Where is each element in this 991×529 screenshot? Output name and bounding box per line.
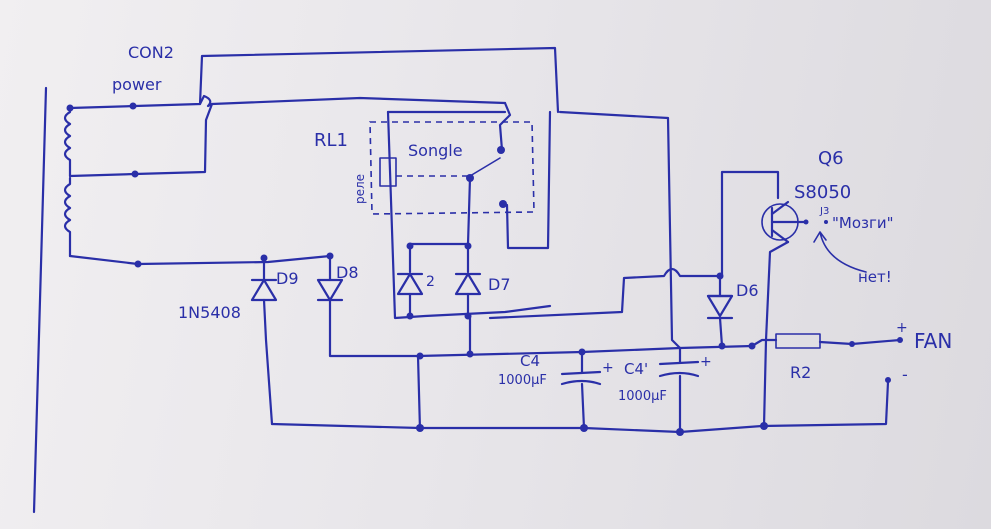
capacitor-c4 [560,350,602,430]
transformer-winding [63,106,72,258]
label-fan: FAN [914,329,952,353]
diode-d9 [250,256,278,426]
label-fan-plus: + [896,320,908,336]
relay-coil [379,157,397,187]
con2-pin-1 [129,102,137,110]
node [676,428,684,436]
label-c4b-value: 1000μF [618,389,667,404]
relay-contact-nc [497,146,505,154]
node [464,242,472,250]
capacitor-c4b [658,346,700,432]
label-c4-plus: + [602,360,614,376]
label-c4-value: 1000μF [498,373,547,388]
label-relay-note: реле [353,174,367,204]
label-d7: D7 [488,275,511,294]
label-net: нет! [858,268,892,286]
con2-pin-2 [131,170,139,178]
arrow-pointer [813,231,867,273]
label-1n5408: 1N5408 [178,303,241,322]
diode-d8 [316,254,420,358]
node [260,254,268,262]
fan-minus-pin [885,377,891,383]
ground-rail [270,380,890,434]
diode-d6 [706,294,734,348]
node [406,242,414,250]
node [416,352,424,360]
j3-dot [824,220,828,224]
resistor-r2 [750,333,902,349]
relay-rl1 [369,101,552,320]
label-j3: J3 [819,206,829,217]
node [718,342,726,350]
con2-wires [68,46,560,266]
label-d6: D6 [736,281,759,300]
label-con2: CON2 [128,43,174,62]
diode-d7 [454,242,482,318]
label-c4b: C4' [624,360,648,378]
fan-plus-terminal [849,341,855,347]
diode-d2 [396,242,424,318]
fan-plus-pin [897,337,903,343]
node [406,312,414,320]
positive-rail [416,344,754,358]
label-d9: D9 [276,269,299,288]
node [466,350,474,358]
label-songle: Songle [408,141,463,160]
label-transistor: S8050 [794,182,851,203]
label-power: power [112,75,162,94]
label-c4b-plus: + [700,354,712,370]
node [416,424,424,432]
label-r2: R2 [790,363,811,382]
node [578,348,586,356]
transformer-core-line [32,86,48,514]
label-c4: C4 [520,352,540,370]
label-d8: D8 [336,263,359,282]
relay-contact-no [499,200,507,208]
label-fan-minus: - [902,365,908,384]
transistor-q6 [720,170,808,342]
node [66,104,74,112]
con2-pin-3 [134,260,142,268]
label-q6: Q6 [818,148,844,169]
label-d2: 2 [426,274,435,290]
base-dot [803,219,809,225]
label-rl1: RL1 [314,130,348,151]
label-mozgi: "Мозги" [832,214,894,232]
node [326,252,334,260]
node [580,424,588,432]
